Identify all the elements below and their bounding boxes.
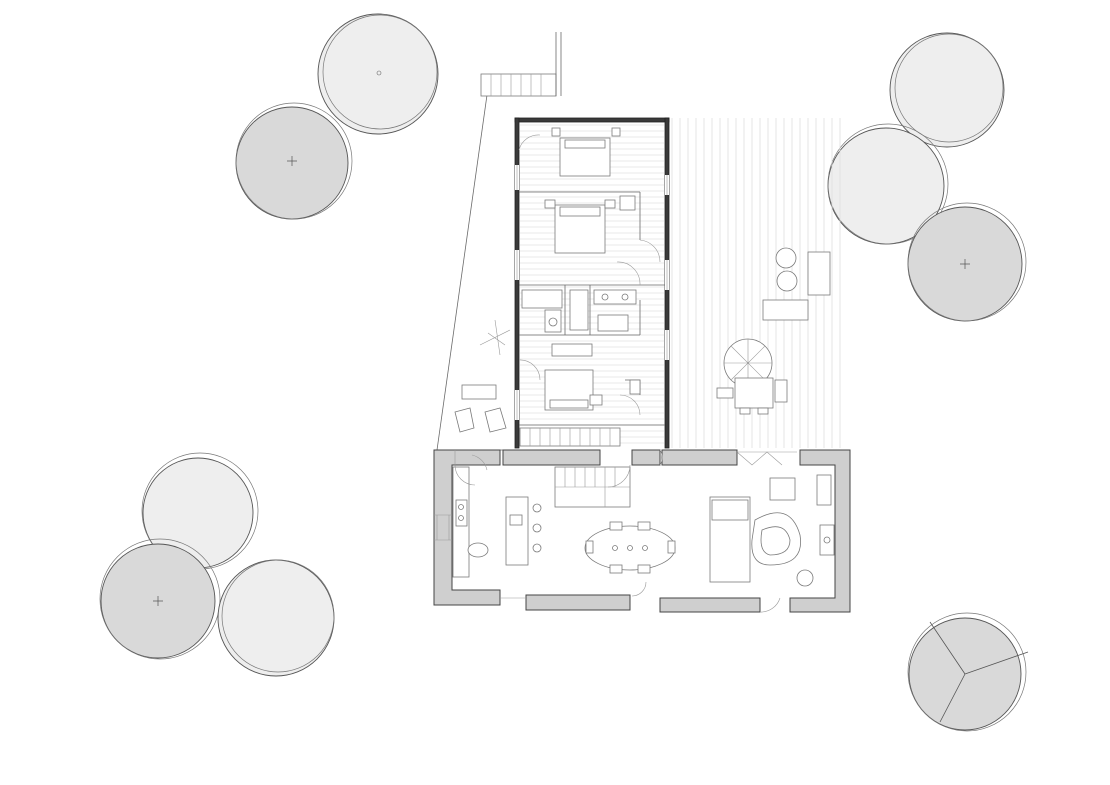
doors [454,449,783,613]
living-area [709,474,835,587]
tree-top-right-light-1 [889,32,1005,148]
kitchen-island [505,496,529,566]
tree-top-right-dark [907,202,1027,322]
corridor [551,343,593,357]
tree-top-left-dark [235,102,353,220]
kitchen [452,466,542,578]
tree-bottom-left-dark [99,538,221,660]
terrace-furniture [762,247,831,321]
dining-area [584,521,676,574]
umbrella-table [716,338,788,415]
patio-chairs [454,319,511,433]
bedroom-3 [518,359,641,416]
tree-bottom-left-light-1 [141,452,259,570]
tree-top-left-light [317,13,439,135]
exterior-stair [480,32,562,97]
trees [99,13,1029,732]
staircase-upper [519,427,621,447]
bathroom [521,289,637,333]
tree-top-right-light-2 [827,123,949,245]
bedroom-2 [544,195,661,286]
tree-bottom-right-dark [907,612,1029,732]
bedroom-1 [518,127,621,177]
tree-bottom-left-light-2 [217,559,335,677]
staircase [554,466,631,508]
